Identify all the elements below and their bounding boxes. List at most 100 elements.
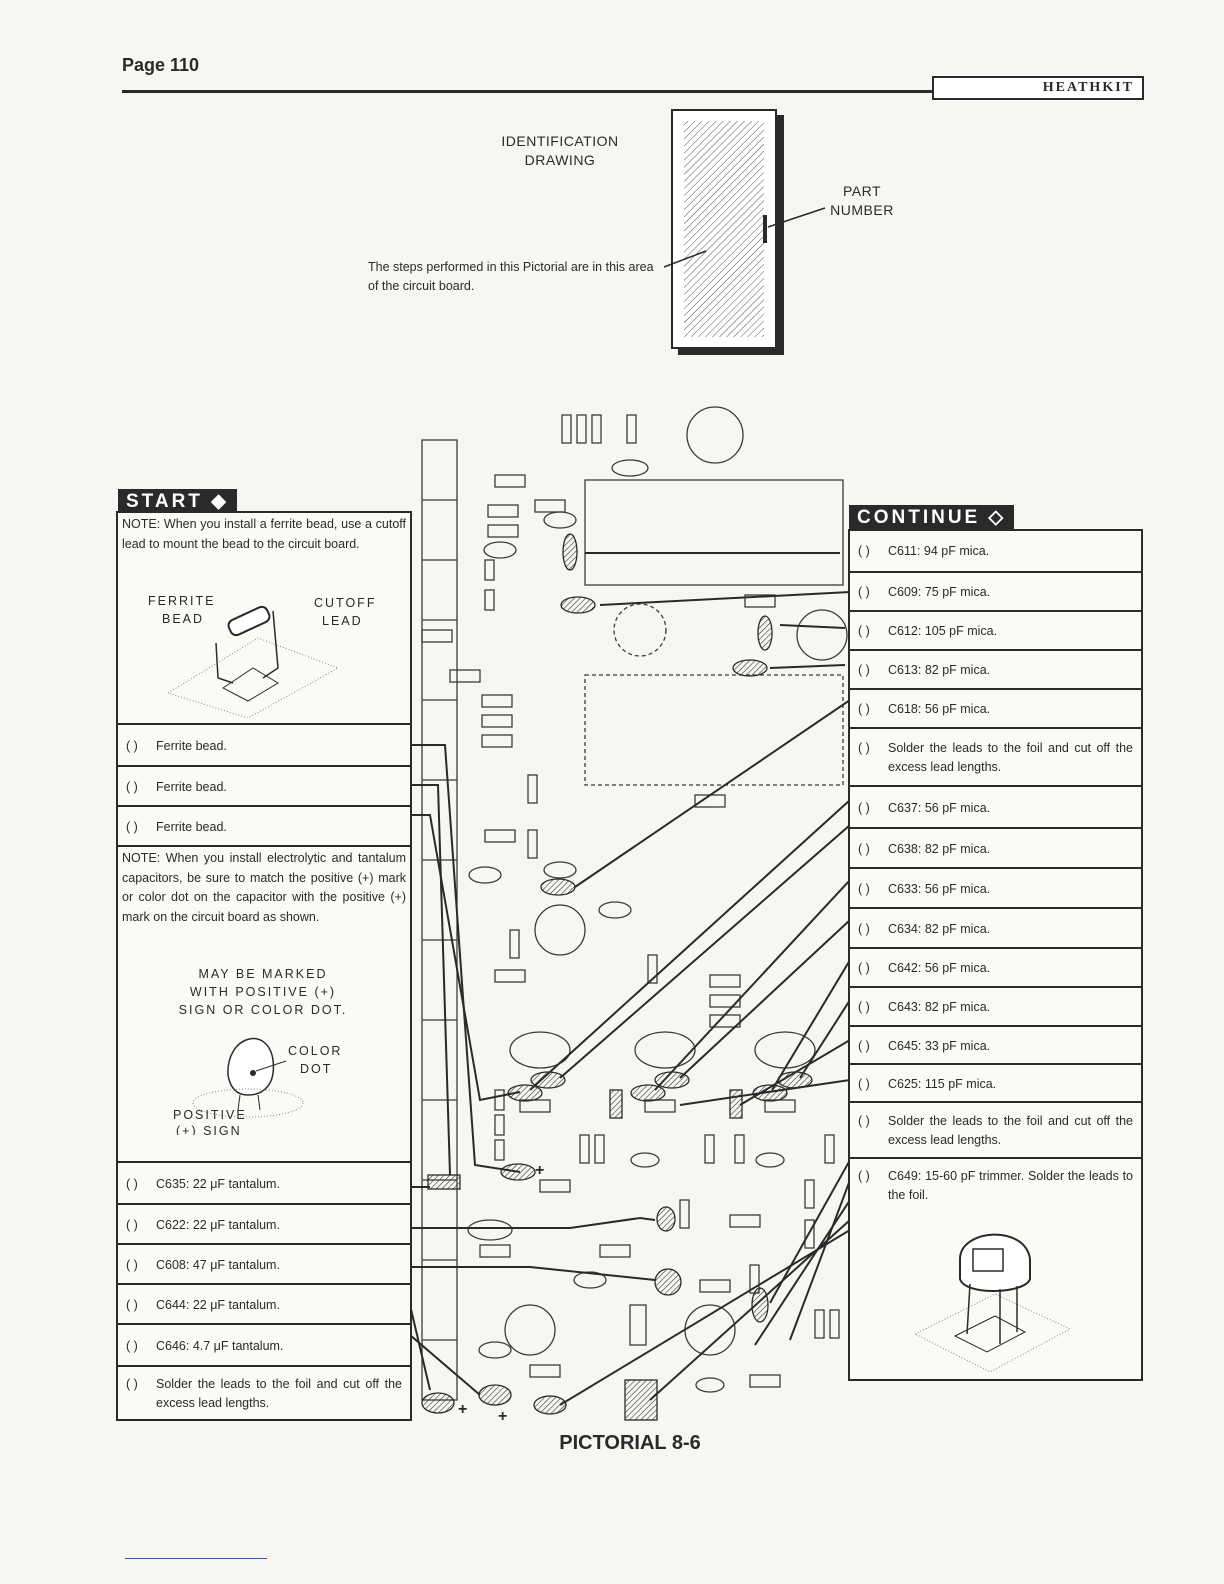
- step-text: C645: 33 pF mica.: [888, 1038, 991, 1053]
- step-c642[interactable]: ( ) C642: 56 pF mica.: [850, 947, 1141, 988]
- step-c609[interactable]: ( ) C609: 75 pF mica.: [850, 571, 1141, 612]
- step-c634[interactable]: ( ) C634: 82 pF mica.: [850, 907, 1141, 949]
- step-c611[interactable]: ( ) C611: 94 pF mica.: [850, 531, 1141, 571]
- checkbox-mark[interactable]: ( ): [126, 1176, 138, 1191]
- start-label: START: [126, 491, 203, 512]
- ferrite-bead-illustration: FERRITE BEAD CUTOFF LEAD: [148, 594, 376, 718]
- page-number: Page 110: [122, 55, 200, 75]
- checkbox-mark[interactable]: ( ): [858, 543, 870, 558]
- continue-label: CONTINUE: [857, 507, 981, 528]
- step-c625[interactable]: ( ) C625: 115 pF mica.: [850, 1063, 1141, 1103]
- step-text: C609: 75 pF mica.: [888, 585, 991, 599]
- step-c635[interactable]: ( ) C635: 22 μF tantalum.: [118, 1161, 410, 1205]
- step-c649[interactable]: ( ) C649: 15-60 pF trimmer. Solder the le…: [850, 1157, 1141, 1389]
- checkbox-mark[interactable]: ( ): [126, 819, 138, 834]
- bead-label: BEAD: [162, 612, 204, 626]
- step-text: C612: 105 pF mica.: [888, 624, 998, 638]
- circuit-board-pictorial: + + +: [410, 406, 850, 1425]
- step-text: C637: 56 pF mica.: [888, 800, 991, 815]
- step-c637[interactable]: ( ) C637: 56 pF mica.: [850, 785, 1141, 829]
- step-solder-left[interactable]: ( ) Solder the leads to the foil and cut …: [118, 1365, 410, 1421]
- step-c643[interactable]: ( )C643: 82 pF mica.: [850, 986, 1141, 1027]
- step-ferrite-3[interactable]: ( ) Ferrite bead.: [118, 805, 410, 847]
- step-c622[interactable]: ( ) C622: 22 μF tantalum.: [118, 1203, 410, 1245]
- step-text: C634: 82 pF mica.: [888, 921, 991, 936]
- step-text: C608: 47 μF tantalum.: [156, 1257, 280, 1272]
- dot-label: DOT: [300, 1062, 332, 1076]
- checkbox-mark[interactable]: ( ): [858, 1169, 870, 1183]
- step-text: Solder the leads to the foil and cut off…: [156, 1377, 402, 1410]
- checkbox-mark[interactable]: ( ): [126, 1217, 138, 1232]
- step-text: C646: 4.7 μF tantalum.: [156, 1338, 284, 1353]
- step-text: C638: 82 pF mica.: [888, 841, 991, 856]
- color-label: COLOR: [288, 1044, 342, 1058]
- step-ferrite-2[interactable]: ( ) Ferrite bead.: [118, 765, 410, 807]
- checkbox-mark[interactable]: ( ): [126, 1257, 138, 1272]
- step-text: C644: 22 μF tantalum.: [156, 1297, 280, 1312]
- checkbox-mark[interactable]: ( ): [858, 881, 870, 896]
- checkbox-mark[interactable]: ( ): [858, 1076, 870, 1091]
- step-solder-right-2[interactable]: ( ) Solder the leads to the foil and cut …: [850, 1101, 1141, 1159]
- step-text: C635: 22 μF tantalum.: [156, 1176, 280, 1191]
- step-c638[interactable]: ( ) C638: 82 pF mica.: [850, 827, 1141, 869]
- step-c618[interactable]: ( ) C618: 56 pF mica.: [850, 688, 1141, 729]
- positive-label: POSITIVE: [173, 1108, 247, 1122]
- step-solder-right-1[interactable]: ( ) Solder the leads to the foil and cut …: [850, 727, 1141, 787]
- step-text: C613: 82 pF mica.: [888, 663, 991, 677]
- svg-text:+: +: [458, 1401, 467, 1418]
- checkbox-mark[interactable]: ( ): [858, 741, 870, 755]
- checkbox-mark[interactable]: ( ): [858, 663, 870, 677]
- checkbox-mark[interactable]: ( ): [858, 921, 870, 936]
- checkbox-mark[interactable]: ( ): [126, 779, 138, 794]
- header-rule: [122, 90, 942, 93]
- checkbox-mark[interactable]: ( ): [858, 1038, 870, 1053]
- step-c645[interactable]: ( ) C645: 33 pF mica.: [850, 1025, 1141, 1065]
- step-c608[interactable]: ( ) C608: 47 μF tantalum.: [118, 1243, 410, 1285]
- ferrite-note: NOTE: When you install a ferrite bead, u…: [122, 517, 406, 551]
- checkbox-mark[interactable]: ( ): [858, 841, 870, 856]
- step-text: C642: 56 pF mica.: [888, 961, 991, 975]
- heathkit-logo: HEATHKIT: [932, 76, 1144, 100]
- continue-tag: CONTINUE ◇: [849, 505, 1015, 531]
- step-c646[interactable]: ( ) C646: 4.7 μF tantalum.: [118, 1323, 410, 1367]
- capacitor-note: NOTE: When you install electrolytic and …: [122, 851, 406, 924]
- step-text: C649: 15-60 pF trimmer. Solder the leads…: [888, 1169, 1133, 1202]
- checkbox-mark[interactable]: ( ): [858, 1000, 870, 1014]
- step-c633[interactable]: ( ) C633: 56 pF mica.: [850, 867, 1141, 909]
- identification-drawing-label: IDENTIFICATION DRAWING: [501, 133, 619, 168]
- step-text: Solder the leads to the foil and cut off…: [888, 1114, 1133, 1147]
- checkbox-mark[interactable]: ( ): [858, 702, 870, 716]
- step-text: Ferrite bead.: [156, 779, 227, 794]
- continue-panel: ( ) C611: 94 pF mica. ( ) C609: 75 pF mica…: [848, 529, 1143, 1381]
- checkbox-mark[interactable]: ( ): [858, 1114, 870, 1128]
- svg-text:+: +: [535, 1162, 544, 1179]
- cutoff-label: CUTOFF: [314, 596, 376, 610]
- marked-label: MAY BE MARKED WITH POSITIVE (+) SIGN OR …: [178, 967, 348, 1017]
- ferrite-note-box: NOTE: When you install a ferrite bead, u…: [118, 513, 410, 723]
- checkbox-mark[interactable]: ( ): [858, 624, 870, 638]
- step-text: C622: 22 μF tantalum.: [156, 1217, 280, 1232]
- checkbox-mark[interactable]: ( ): [126, 738, 138, 753]
- step-text: Solder the leads to the foil and cut off…: [888, 741, 1133, 774]
- checkbox-mark[interactable]: ( ): [126, 1297, 138, 1312]
- step-text: C611: 94 pF mica.: [888, 543, 990, 558]
- capacitor-illustration: COLOR DOT POSITIVE (+) SIGN: [173, 1038, 342, 1135]
- step-ferrite-1[interactable]: ( )Ferrite bead.: [118, 723, 410, 767]
- checkbox-mark[interactable]: ( ): [126, 1338, 138, 1353]
- svg-text:+: +: [498, 1408, 507, 1425]
- step-text: Ferrite bead.: [156, 819, 227, 834]
- ferrite-label: FERRITE: [148, 594, 215, 608]
- step-c613[interactable]: ( ) C613: 82 pF mica.: [850, 649, 1141, 690]
- step-text: C618: 56 pF mica.: [888, 702, 991, 716]
- step-text: C633: 56 pF mica.: [888, 881, 991, 896]
- logo-text: HEATHKIT: [1042, 80, 1134, 95]
- checkbox-mark[interactable]: ( ): [858, 800, 870, 815]
- step-text: C625: 115 pF mica.: [888, 1076, 997, 1091]
- checkbox-mark[interactable]: ( ): [858, 585, 870, 599]
- sign-label: (+) SIGN: [176, 1124, 242, 1135]
- pictorial-caption: PICTORIAL 8-6: [559, 1432, 701, 1454]
- step-c612[interactable]: ( ) C612: 105 pF mica.: [850, 610, 1141, 651]
- checkbox-mark[interactable]: ( ): [858, 961, 870, 975]
- step-c644[interactable]: ( ) C644: 22 μF tantalum.: [118, 1283, 410, 1325]
- checkbox-mark[interactable]: ( ): [126, 1377, 138, 1391]
